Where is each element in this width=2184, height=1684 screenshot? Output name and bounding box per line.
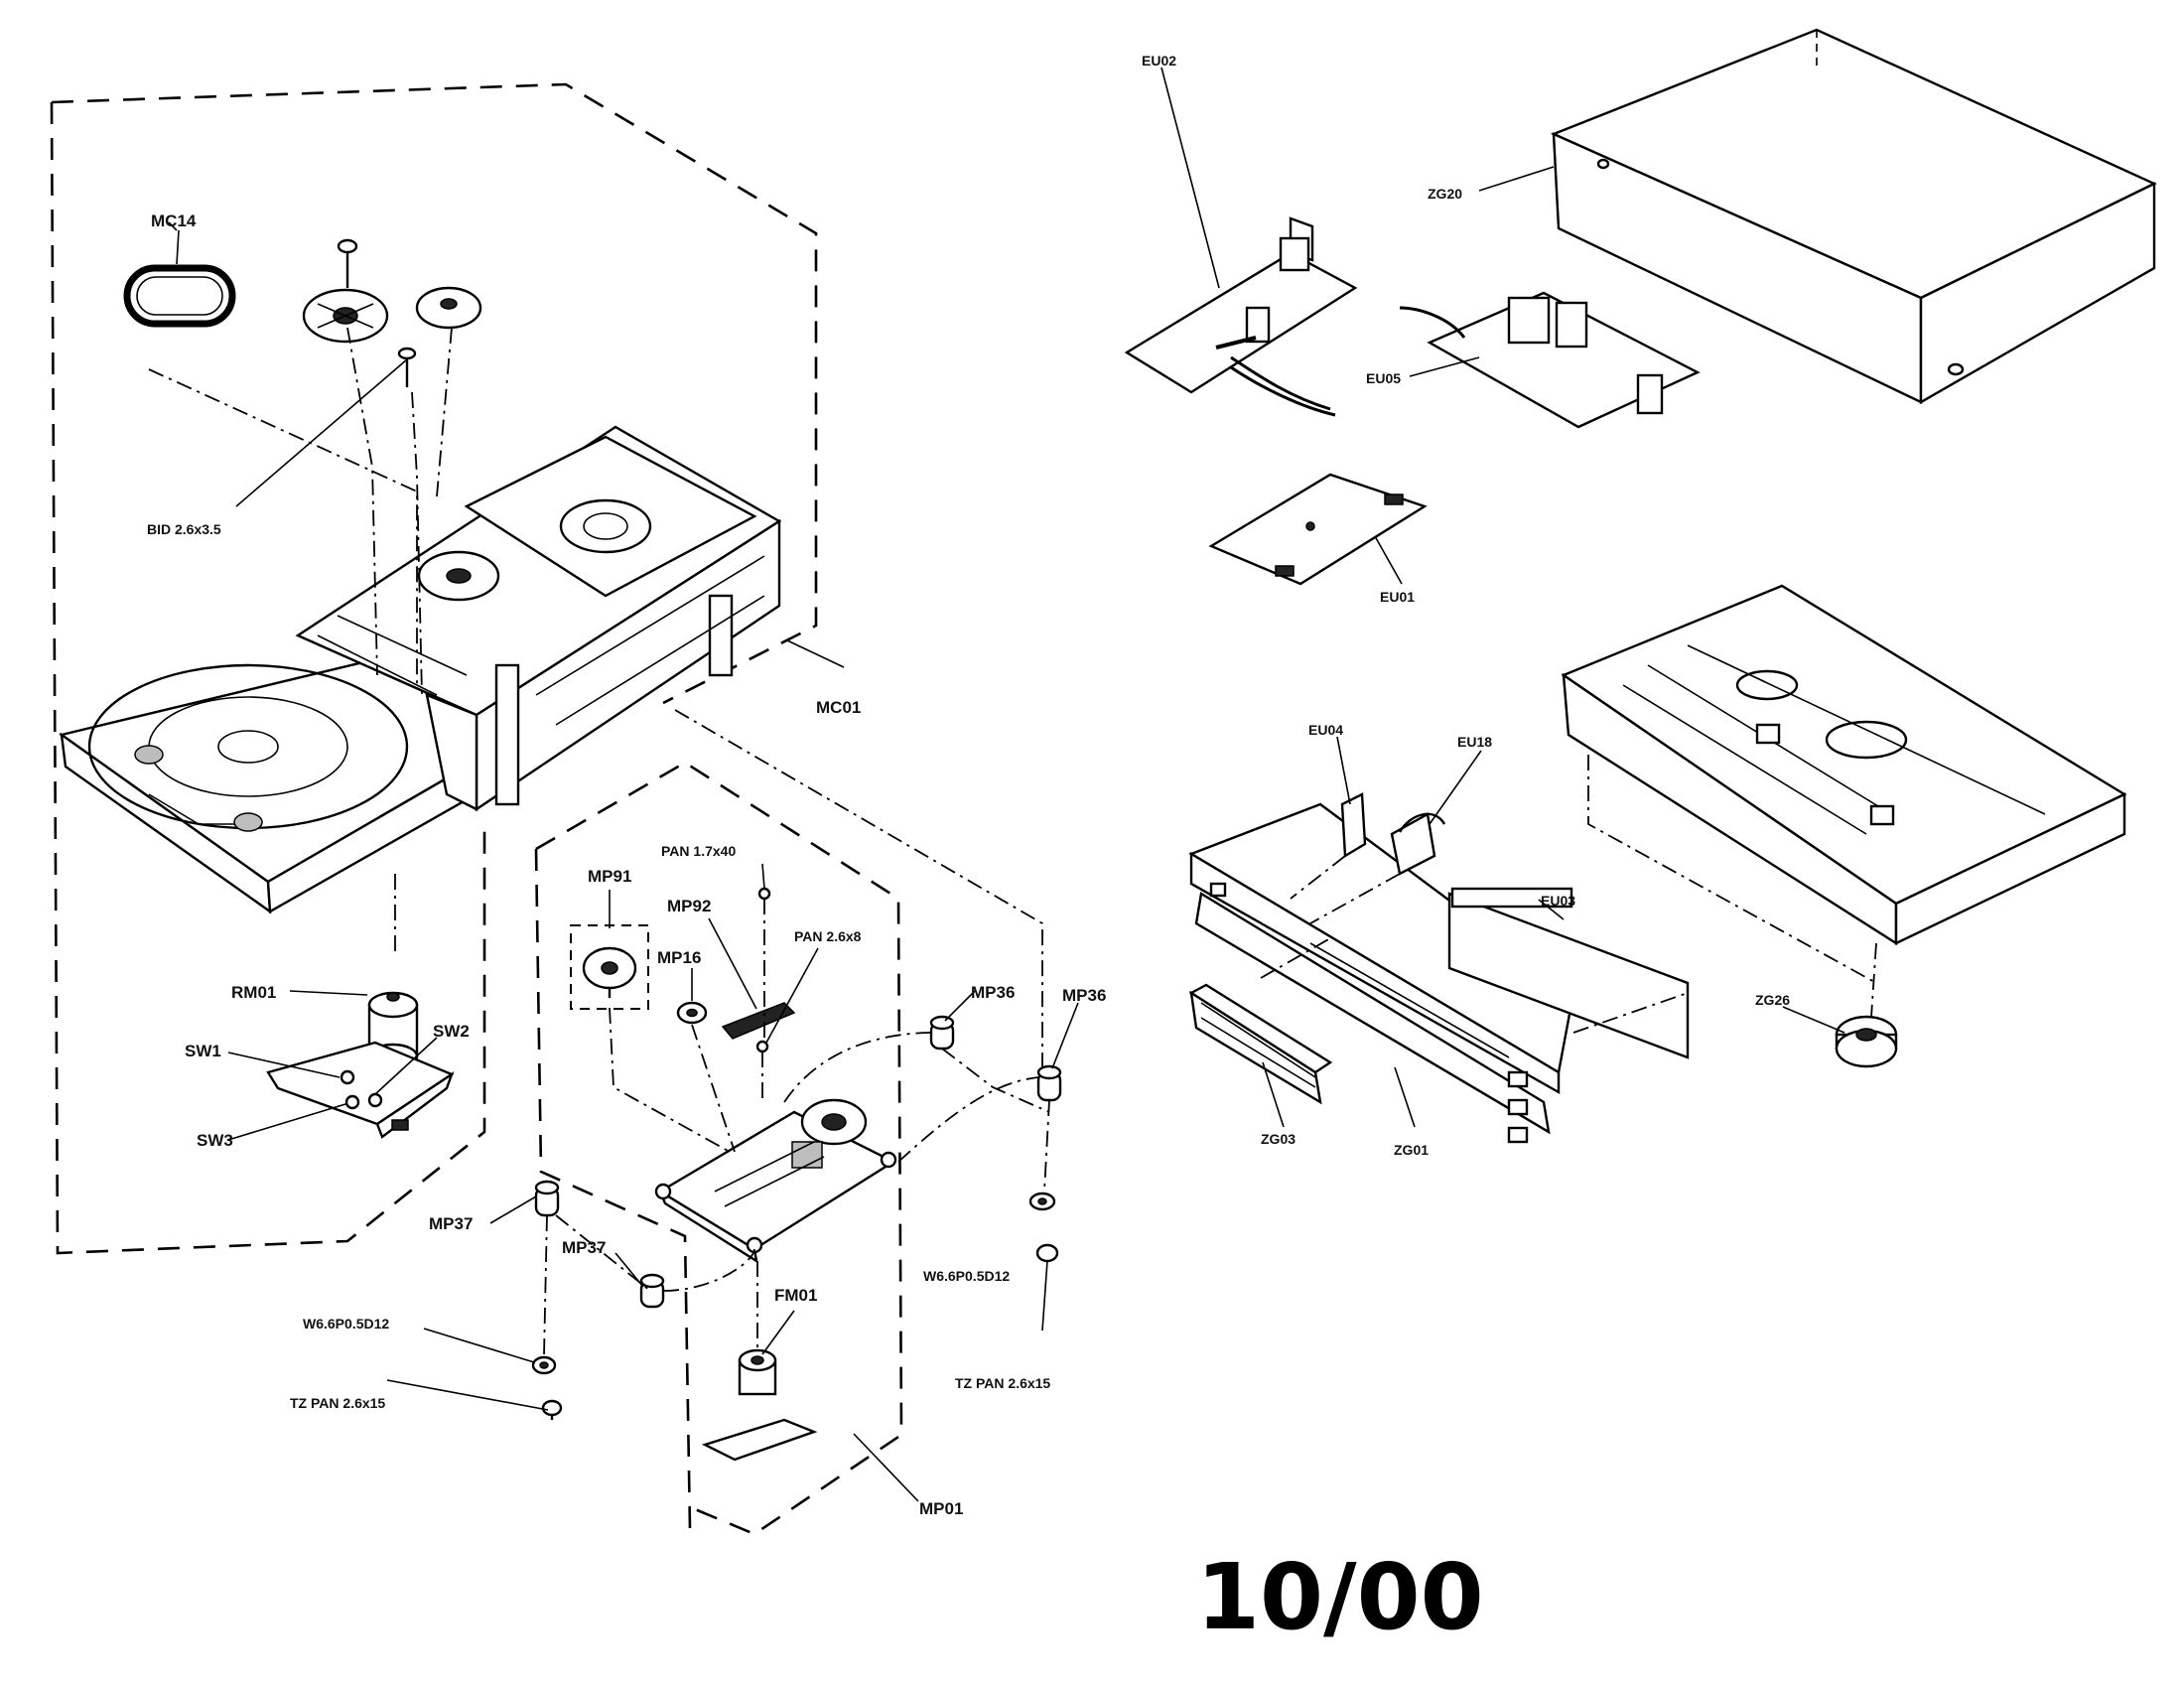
belt-mc14 xyxy=(123,229,236,328)
label-pan-2-6x8: PAN 2.6x8 xyxy=(794,928,862,944)
label-mc01: MC01 xyxy=(816,698,861,717)
label-sw3: SW3 xyxy=(197,1131,233,1150)
screws-pan xyxy=(755,887,771,1102)
label-mp16: MP16 xyxy=(657,948,701,967)
damper-mp36-b xyxy=(1036,1064,1062,1102)
label-eu05: EU05 xyxy=(1366,370,1401,386)
part-labels: MC14 BID 2.6x3.5 MC01 RM01 SW1 SW2 SW3 M… xyxy=(147,53,1790,1518)
label-eu02: EU02 xyxy=(1142,53,1176,69)
label-fm01: FM01 xyxy=(774,1286,817,1305)
label-eu01: EU01 xyxy=(1380,589,1415,605)
cover-zg20 xyxy=(1550,28,2157,405)
spindle-mp91 xyxy=(582,946,637,998)
left-guide-lines xyxy=(148,327,1043,1077)
label-rm01: RM01 xyxy=(231,983,276,1002)
damper-mp37-a xyxy=(534,1180,560,1217)
label-mp37-b: MP37 xyxy=(562,1238,606,1257)
label-pan-1-7x40: PAN 1.7x40 xyxy=(661,843,736,859)
label-washer-right: W6.6P0.5D12 xyxy=(923,1268,1010,1284)
spacer-mp16 xyxy=(676,1001,708,1025)
label-eu03: EU03 xyxy=(1541,893,1575,909)
board-eu05 xyxy=(1399,291,1701,429)
label-zg20: ZG20 xyxy=(1428,186,1462,202)
label-eu04: EU04 xyxy=(1308,722,1343,738)
label-zg26: ZG26 xyxy=(1755,992,1790,1008)
door-zg03 xyxy=(1188,983,1333,1105)
label-eu18: EU18 xyxy=(1457,734,1492,750)
date-stamp: 10/00 xyxy=(1196,1544,1484,1650)
damper-mp37-b xyxy=(639,1273,665,1309)
mp01-group-boundary xyxy=(534,761,903,1536)
label-bid-screw: BID 2.6x3.5 xyxy=(147,521,221,537)
label-mp37-a: MP37 xyxy=(429,1214,473,1233)
leader-lines xyxy=(168,67,1845,1502)
mc01-group-boundary xyxy=(50,82,818,1255)
washers-and-screws xyxy=(531,1192,1059,1420)
label-washer-left: W6.6P0.5D12 xyxy=(303,1316,389,1332)
label-mp36-b: MP36 xyxy=(1062,986,1106,1005)
label-sw2: SW2 xyxy=(433,1022,470,1041)
label-mp91: MP91 xyxy=(588,867,631,886)
board-eu18 xyxy=(1390,812,1446,876)
front-panel-zg01 xyxy=(1188,802,1575,1144)
label-mp01: MP01 xyxy=(919,1499,963,1518)
label-zg03: ZG03 xyxy=(1261,1131,1296,1147)
damper-mp36-a xyxy=(929,1015,955,1051)
label-mp36-a: MP36 xyxy=(971,983,1015,1002)
pickup-base xyxy=(654,1098,897,1264)
board-eu01 xyxy=(1208,473,1428,586)
label-tz-screw-right: TZ PAN 2.6x15 xyxy=(955,1375,1050,1391)
center-guide-lines xyxy=(543,1007,1050,1356)
label-zg01: ZG01 xyxy=(1394,1142,1429,1158)
board-eu04 xyxy=(1340,792,1367,859)
board-eu02 xyxy=(1124,216,1358,417)
label-mp92: MP92 xyxy=(667,897,711,915)
label-tz-screw-left: TZ PAN 2.6x15 xyxy=(290,1395,385,1411)
chassis xyxy=(1561,584,2127,984)
switch-board xyxy=(266,1041,455,1139)
label-mc14: MC14 xyxy=(151,211,197,230)
gear-assembly xyxy=(302,238,482,387)
motor-fm01 xyxy=(701,1261,818,1462)
bracket-mp92 xyxy=(721,1002,796,1040)
right-guide-lines xyxy=(1260,855,1689,1034)
cd-drive-body xyxy=(295,425,782,812)
label-sw1: SW1 xyxy=(185,1042,221,1060)
foot-zg26 xyxy=(1835,942,1898,1068)
